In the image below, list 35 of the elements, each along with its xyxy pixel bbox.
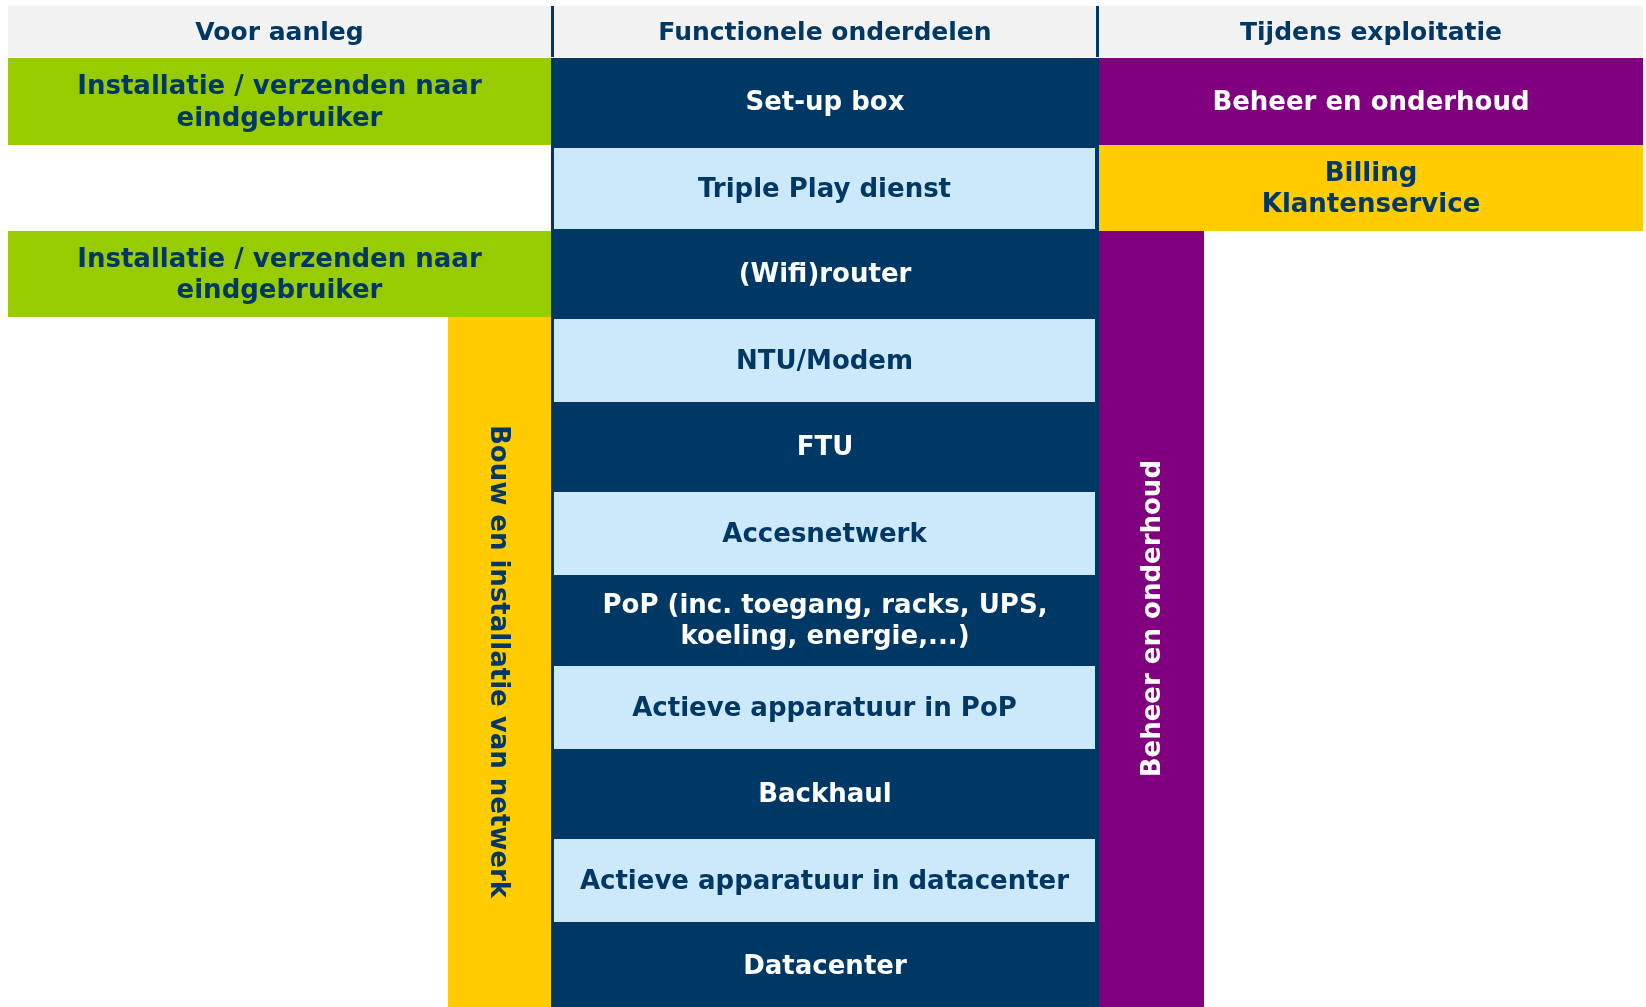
band-label: Actieve apparatuur in datacenter — [579, 864, 1070, 897]
header-text: Voor aanleg — [195, 16, 364, 47]
band-label: PoP (inc. toegang, racks, UPS, koeling, energie,...) — [601, 588, 1049, 652]
header-text: Functionele onderdelen — [658, 16, 992, 47]
band-label: Installatie / verzenden naar eindgebruiker — [76, 242, 483, 306]
band-label: Accesnetwerk — [722, 517, 927, 550]
task-band — [8, 58, 551, 145]
band-label: Klantenservice — [1261, 188, 1481, 220]
component-band — [554, 666, 1095, 749]
band-label: Installatie / verzenden naar eindgebruiker — [76, 70, 483, 133]
band-label: Beheer en onderhoud — [1135, 460, 1167, 778]
band-label: Triple Play dienst — [697, 172, 952, 205]
band-label: Bouw en installatie van netwerk — [484, 425, 516, 899]
band-label: NTU/Modem — [735, 344, 914, 377]
band-label: Datacenter — [743, 949, 907, 982]
vertical-task-band — [448, 317, 551, 1007]
band-label: FTU — [796, 431, 854, 463]
band-label: (Wifi)router — [738, 258, 912, 290]
column-header — [8, 6, 551, 57]
vertical-task-band — [1099, 231, 1204, 1007]
band-label: Backhaul — [758, 778, 892, 810]
column-header — [1099, 6, 1643, 57]
header-text: Tijdens exploitatie — [1240, 16, 1502, 47]
task-band — [1099, 145, 1643, 231]
band-label: Billing — [1324, 156, 1418, 188]
band-label: Set-up box — [745, 85, 905, 118]
component-band — [554, 319, 1095, 402]
task-band — [1099, 58, 1643, 145]
column-header — [554, 6, 1096, 57]
task-band — [8, 231, 551, 317]
band-label: Actieve apparatuur in PoP — [632, 691, 1017, 724]
band-label: Beheer en onderhoud — [1212, 85, 1530, 118]
component-band — [554, 492, 1095, 575]
component-band — [554, 148, 1095, 229]
component-band — [554, 839, 1095, 922]
